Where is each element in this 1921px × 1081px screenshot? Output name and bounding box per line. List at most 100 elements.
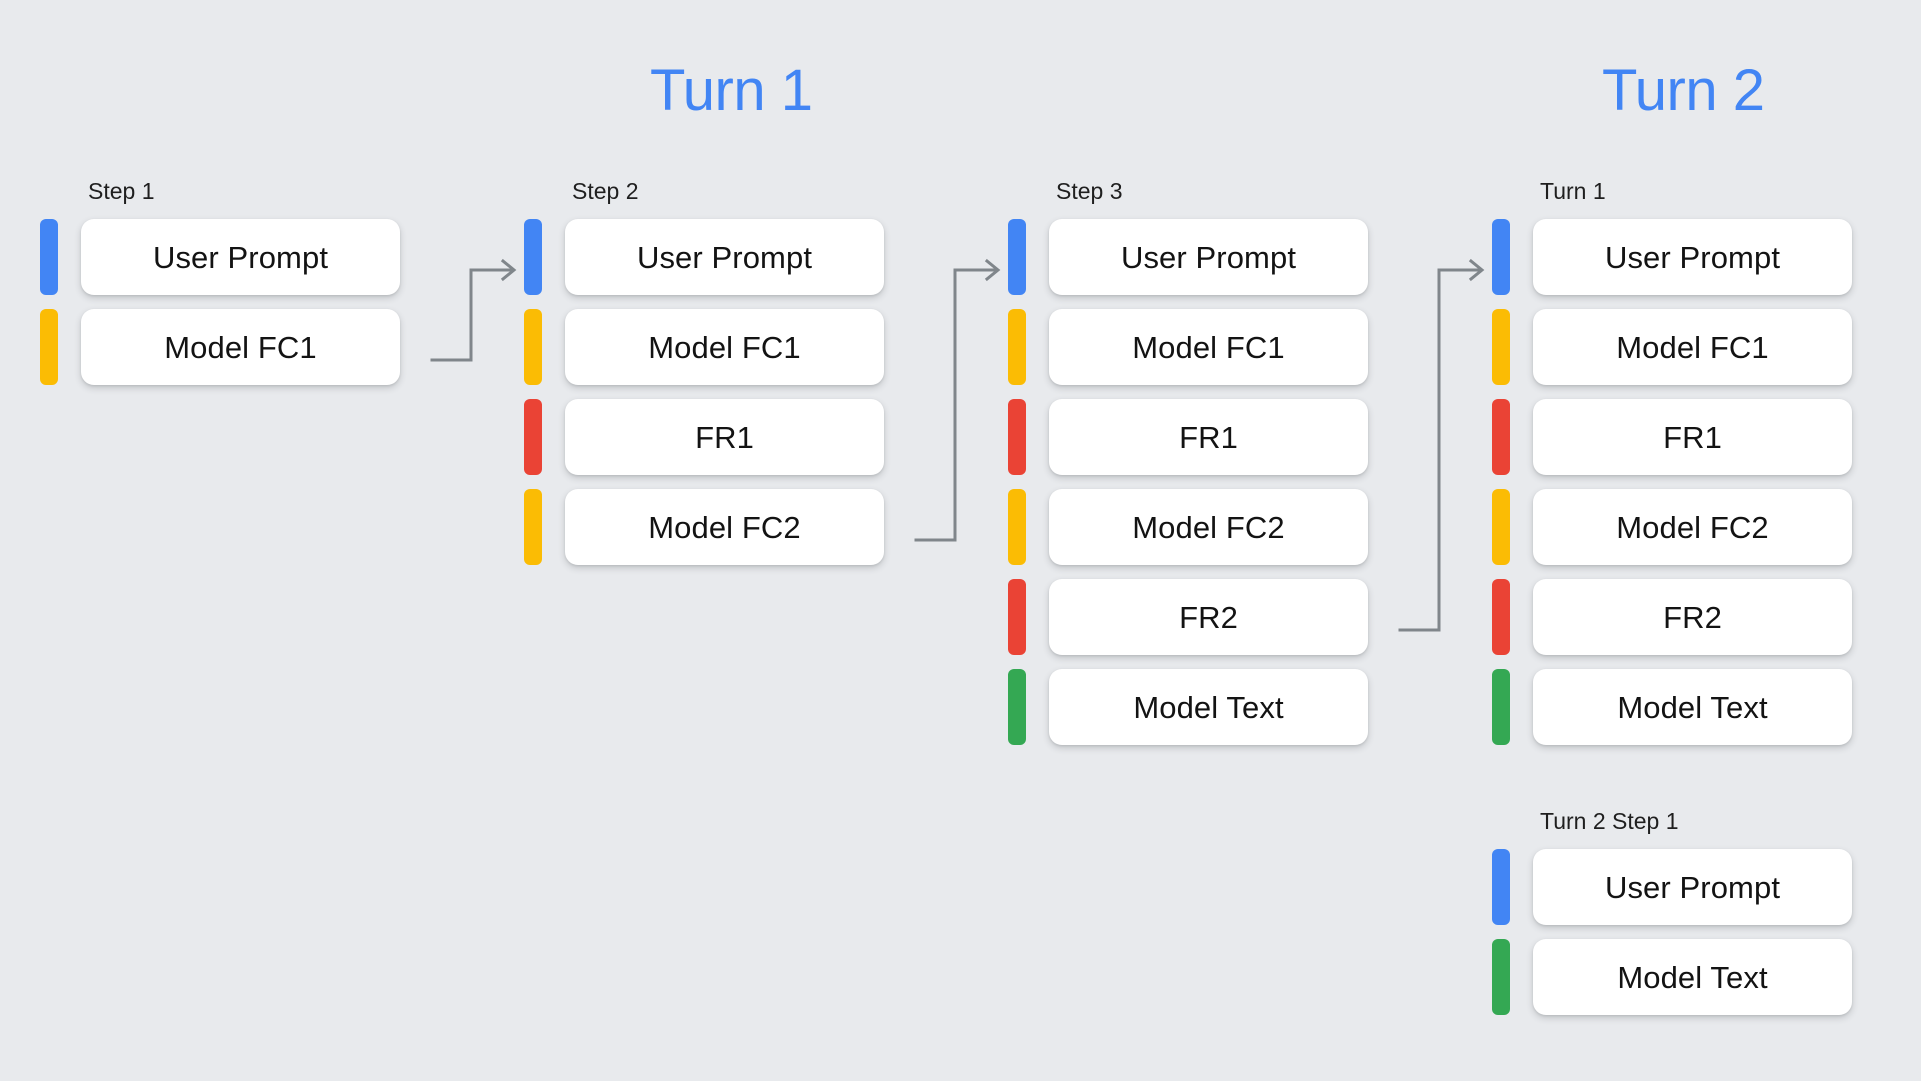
list-item[interactable]: FR2 bbox=[1008, 579, 1368, 655]
list-item[interactable]: User Prompt bbox=[1492, 219, 1852, 295]
list-item[interactable]: Model FC2 bbox=[1008, 489, 1368, 565]
row-card-label: User Prompt bbox=[636, 239, 813, 275]
kind-bar-user-prompt bbox=[1492, 219, 1510, 295]
kind-bar-function-response bbox=[1492, 399, 1510, 475]
list-item[interactable]: FR1 bbox=[1492, 399, 1852, 475]
column-label: Step 2 bbox=[572, 178, 639, 204]
kind-bar-user-prompt bbox=[1492, 849, 1510, 925]
column-label: Turn 2 Step 1 bbox=[1540, 808, 1679, 834]
row-card-label: Model Text bbox=[1617, 689, 1768, 725]
row-card[interactable]: Model Text bbox=[1533, 669, 1852, 745]
arrow-step1-to-step2-icon bbox=[430, 258, 517, 362]
kind-bar-function-response bbox=[1492, 579, 1510, 655]
turn-2-title: Turn 2 bbox=[1602, 58, 1765, 123]
kind-bar-function-response bbox=[524, 399, 542, 475]
row-card-label: Model FC1 bbox=[648, 329, 801, 365]
row-card-label: User Prompt bbox=[1120, 239, 1297, 275]
row-card[interactable]: Model Text bbox=[1049, 669, 1368, 745]
row-card[interactable]: Model FC2 bbox=[565, 489, 884, 565]
list-item[interactable]: User Prompt bbox=[524, 219, 884, 295]
column-turn2-history-turn1: Turn 1 User Prompt Model FC1 FR1 bbox=[1492, 180, 1852, 745]
kind-bar-user-prompt bbox=[40, 219, 58, 295]
kind-bar-model-function-call bbox=[524, 489, 542, 565]
row-card-label: Model Text bbox=[1617, 959, 1768, 995]
row-card[interactable]: User Prompt bbox=[565, 219, 884, 295]
row-card[interactable]: Model FC2 bbox=[1533, 489, 1852, 565]
row-card[interactable]: User Prompt bbox=[1049, 219, 1368, 295]
row-card[interactable]: User Prompt bbox=[1533, 849, 1852, 925]
row-list: User Prompt Model FC1 FR1 Model FC2 bbox=[524, 219, 884, 565]
kind-bar-model-function-call bbox=[40, 309, 58, 385]
row-list: User Prompt Model Text bbox=[1492, 849, 1852, 1015]
row-card-label: Model FC2 bbox=[1132, 509, 1285, 545]
kind-bar-model-function-call bbox=[1008, 309, 1026, 385]
row-card-label: FR1 bbox=[695, 419, 754, 455]
list-item[interactable]: Model FC2 bbox=[524, 489, 884, 565]
row-card[interactable]: FR1 bbox=[565, 399, 884, 475]
kind-bar-model-text bbox=[1492, 939, 1510, 1015]
row-card[interactable]: Model FC1 bbox=[1533, 309, 1852, 385]
list-item[interactable]: Model Text bbox=[1008, 669, 1368, 745]
kind-bar-function-response bbox=[1008, 399, 1026, 475]
row-card[interactable]: Model FC1 bbox=[565, 309, 884, 385]
column-label: Step 3 bbox=[1056, 178, 1123, 204]
list-item[interactable]: Model FC1 bbox=[1008, 309, 1368, 385]
kind-bar-user-prompt bbox=[1008, 219, 1026, 295]
row-card[interactable]: Model Text bbox=[1533, 939, 1852, 1015]
column-turn2-step1: Turn 2 Step 1 User Prompt Model Text bbox=[1492, 810, 1852, 1015]
kind-bar-model-function-call bbox=[1492, 489, 1510, 565]
list-item[interactable]: User Prompt bbox=[1008, 219, 1368, 295]
list-item[interactable]: FR2 bbox=[1492, 579, 1852, 655]
row-card-label: Model FC1 bbox=[164, 329, 317, 365]
list-item[interactable]: Model FC2 bbox=[1492, 489, 1852, 565]
column-turn1-step3: Step 3 User Prompt Model FC1 FR1 bbox=[1008, 180, 1368, 745]
list-item[interactable]: Model FC1 bbox=[40, 309, 400, 385]
row-card[interactable]: Model FC1 bbox=[81, 309, 400, 385]
turn-1-title: Turn 1 bbox=[650, 58, 813, 123]
row-card-label: Model FC2 bbox=[648, 509, 801, 545]
row-card-label: Model Text bbox=[1133, 689, 1284, 725]
kind-bar-model-function-call bbox=[1008, 489, 1026, 565]
list-item[interactable]: FR1 bbox=[1008, 399, 1368, 475]
row-card[interactable]: FR1 bbox=[1049, 399, 1368, 475]
list-item[interactable]: Model FC1 bbox=[524, 309, 884, 385]
row-card-label: Model FC1 bbox=[1616, 329, 1769, 365]
row-card-label: FR2 bbox=[1179, 599, 1238, 635]
list-item[interactable]: User Prompt bbox=[40, 219, 400, 295]
list-item[interactable]: Model FC1 bbox=[1492, 309, 1852, 385]
arrow-step2-to-step3-icon bbox=[914, 258, 1001, 542]
row-card[interactable]: Model FC2 bbox=[1049, 489, 1368, 565]
row-card-label: Model FC2 bbox=[1616, 509, 1769, 545]
list-item[interactable]: User Prompt bbox=[1492, 849, 1852, 925]
row-card[interactable]: FR1 bbox=[1533, 399, 1852, 475]
column-turn1-step2: Step 2 User Prompt Model FC1 FR1 bbox=[524, 180, 884, 565]
row-card-label: FR2 bbox=[1663, 599, 1722, 635]
list-item[interactable]: Model Text bbox=[1492, 669, 1852, 745]
row-card[interactable]: User Prompt bbox=[1533, 219, 1852, 295]
arrow-step3-to-turn2-icon bbox=[1398, 258, 1485, 632]
column-label: Turn 1 bbox=[1540, 178, 1606, 204]
row-list: User Prompt Model FC1 FR1 Model FC2 bbox=[1492, 219, 1852, 745]
kind-bar-function-response bbox=[1008, 579, 1026, 655]
list-item[interactable]: Model Text bbox=[1492, 939, 1852, 1015]
row-card-label: User Prompt bbox=[1604, 239, 1781, 275]
row-list: User Prompt Model FC1 FR1 Model FC2 bbox=[1008, 219, 1368, 745]
column-turn1-step1: Step 1 User Prompt Model FC1 bbox=[40, 180, 400, 385]
row-card[interactable]: User Prompt bbox=[81, 219, 400, 295]
kind-bar-model-text bbox=[1008, 669, 1026, 745]
row-card[interactable]: FR2 bbox=[1049, 579, 1368, 655]
list-item[interactable]: FR1 bbox=[524, 399, 884, 475]
row-card[interactable]: FR2 bbox=[1533, 579, 1852, 655]
row-card-label: FR1 bbox=[1663, 419, 1722, 455]
column-label: Step 1 bbox=[88, 178, 155, 204]
row-card-label: User Prompt bbox=[1604, 869, 1781, 905]
row-list: User Prompt Model FC1 bbox=[40, 219, 400, 385]
row-card-label: Model FC1 bbox=[1132, 329, 1285, 365]
kind-bar-model-function-call bbox=[524, 309, 542, 385]
row-card-label: User Prompt bbox=[152, 239, 329, 275]
kind-bar-model-function-call bbox=[1492, 309, 1510, 385]
kind-bar-model-text bbox=[1492, 669, 1510, 745]
row-card[interactable]: Model FC1 bbox=[1049, 309, 1368, 385]
row-card-label: FR1 bbox=[1179, 419, 1238, 455]
